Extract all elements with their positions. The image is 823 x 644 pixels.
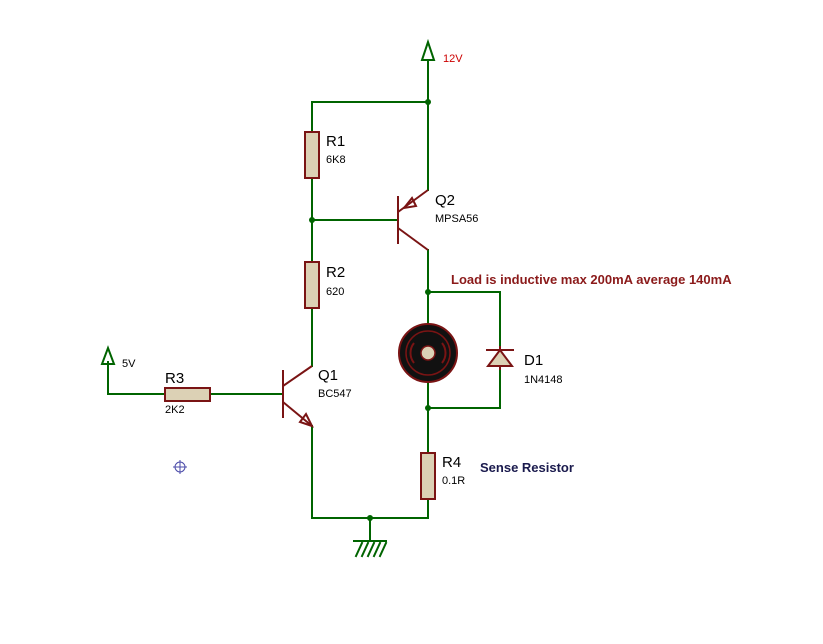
value-label: 1N4148 xyxy=(524,374,563,386)
transistor-q1[interactable]: Q1 BC547 xyxy=(282,365,352,428)
diode-d1[interactable]: D1 1N4148 xyxy=(486,346,563,386)
resistor-body xyxy=(164,387,211,402)
junction-dot xyxy=(309,217,315,223)
junction-dot xyxy=(425,405,431,411)
ref-label: R2 xyxy=(326,264,345,281)
ref-label: R4 xyxy=(442,454,461,471)
resistor-r3[interactable]: R3 2K2 xyxy=(164,370,211,416)
power-terminal-12v[interactable]: 12V xyxy=(420,38,463,65)
junctions xyxy=(309,99,431,521)
ref-label: R3 xyxy=(165,370,184,387)
ground-symbol[interactable] xyxy=(353,540,388,558)
diode-icon xyxy=(486,348,514,367)
resistor-r2[interactable]: R2 620 xyxy=(304,261,345,309)
resistor-body xyxy=(304,131,320,179)
load-motor[interactable] xyxy=(398,323,458,383)
resistor-body xyxy=(420,452,436,500)
ref-label: R1 xyxy=(326,133,345,150)
power-terminal-5v[interactable]: 5V xyxy=(100,345,136,370)
junction-dot xyxy=(367,515,373,521)
ref-label: D1 xyxy=(524,352,543,369)
power-arrow-icon xyxy=(420,38,436,61)
value-label: 6K8 xyxy=(326,154,346,166)
value-label: 0.1R xyxy=(442,475,465,487)
wires xyxy=(107,59,501,541)
value-label: 620 xyxy=(326,286,344,298)
resistor-body xyxy=(304,261,320,309)
npn-arrow-icon xyxy=(298,412,314,428)
resistor-r1[interactable]: R1 6K8 xyxy=(304,131,346,179)
ref-label: Q2 xyxy=(435,192,455,209)
sense-resistor-note: Sense Resistor xyxy=(480,460,574,475)
resistor-r4[interactable]: R4 0.1R xyxy=(420,452,465,500)
junction-dot xyxy=(425,99,431,105)
value-label: 2K2 xyxy=(165,404,185,416)
transistor-q2[interactable]: Q2 MPSA56 xyxy=(397,189,478,251)
power-arrow-icon xyxy=(100,345,116,365)
junction-dot xyxy=(425,289,431,295)
value-label: BC547 xyxy=(318,388,352,400)
pnp-arrow-icon xyxy=(401,196,418,210)
origin-marker-icon xyxy=(173,460,187,474)
load-note: Load is inductive max 200mA average 140m… xyxy=(451,272,732,287)
ref-label: Q1 xyxy=(318,367,338,384)
value-label: MPSA56 xyxy=(435,213,478,225)
power-label-5v: 5V xyxy=(122,358,136,370)
power-label-12v: 12V xyxy=(443,53,463,65)
